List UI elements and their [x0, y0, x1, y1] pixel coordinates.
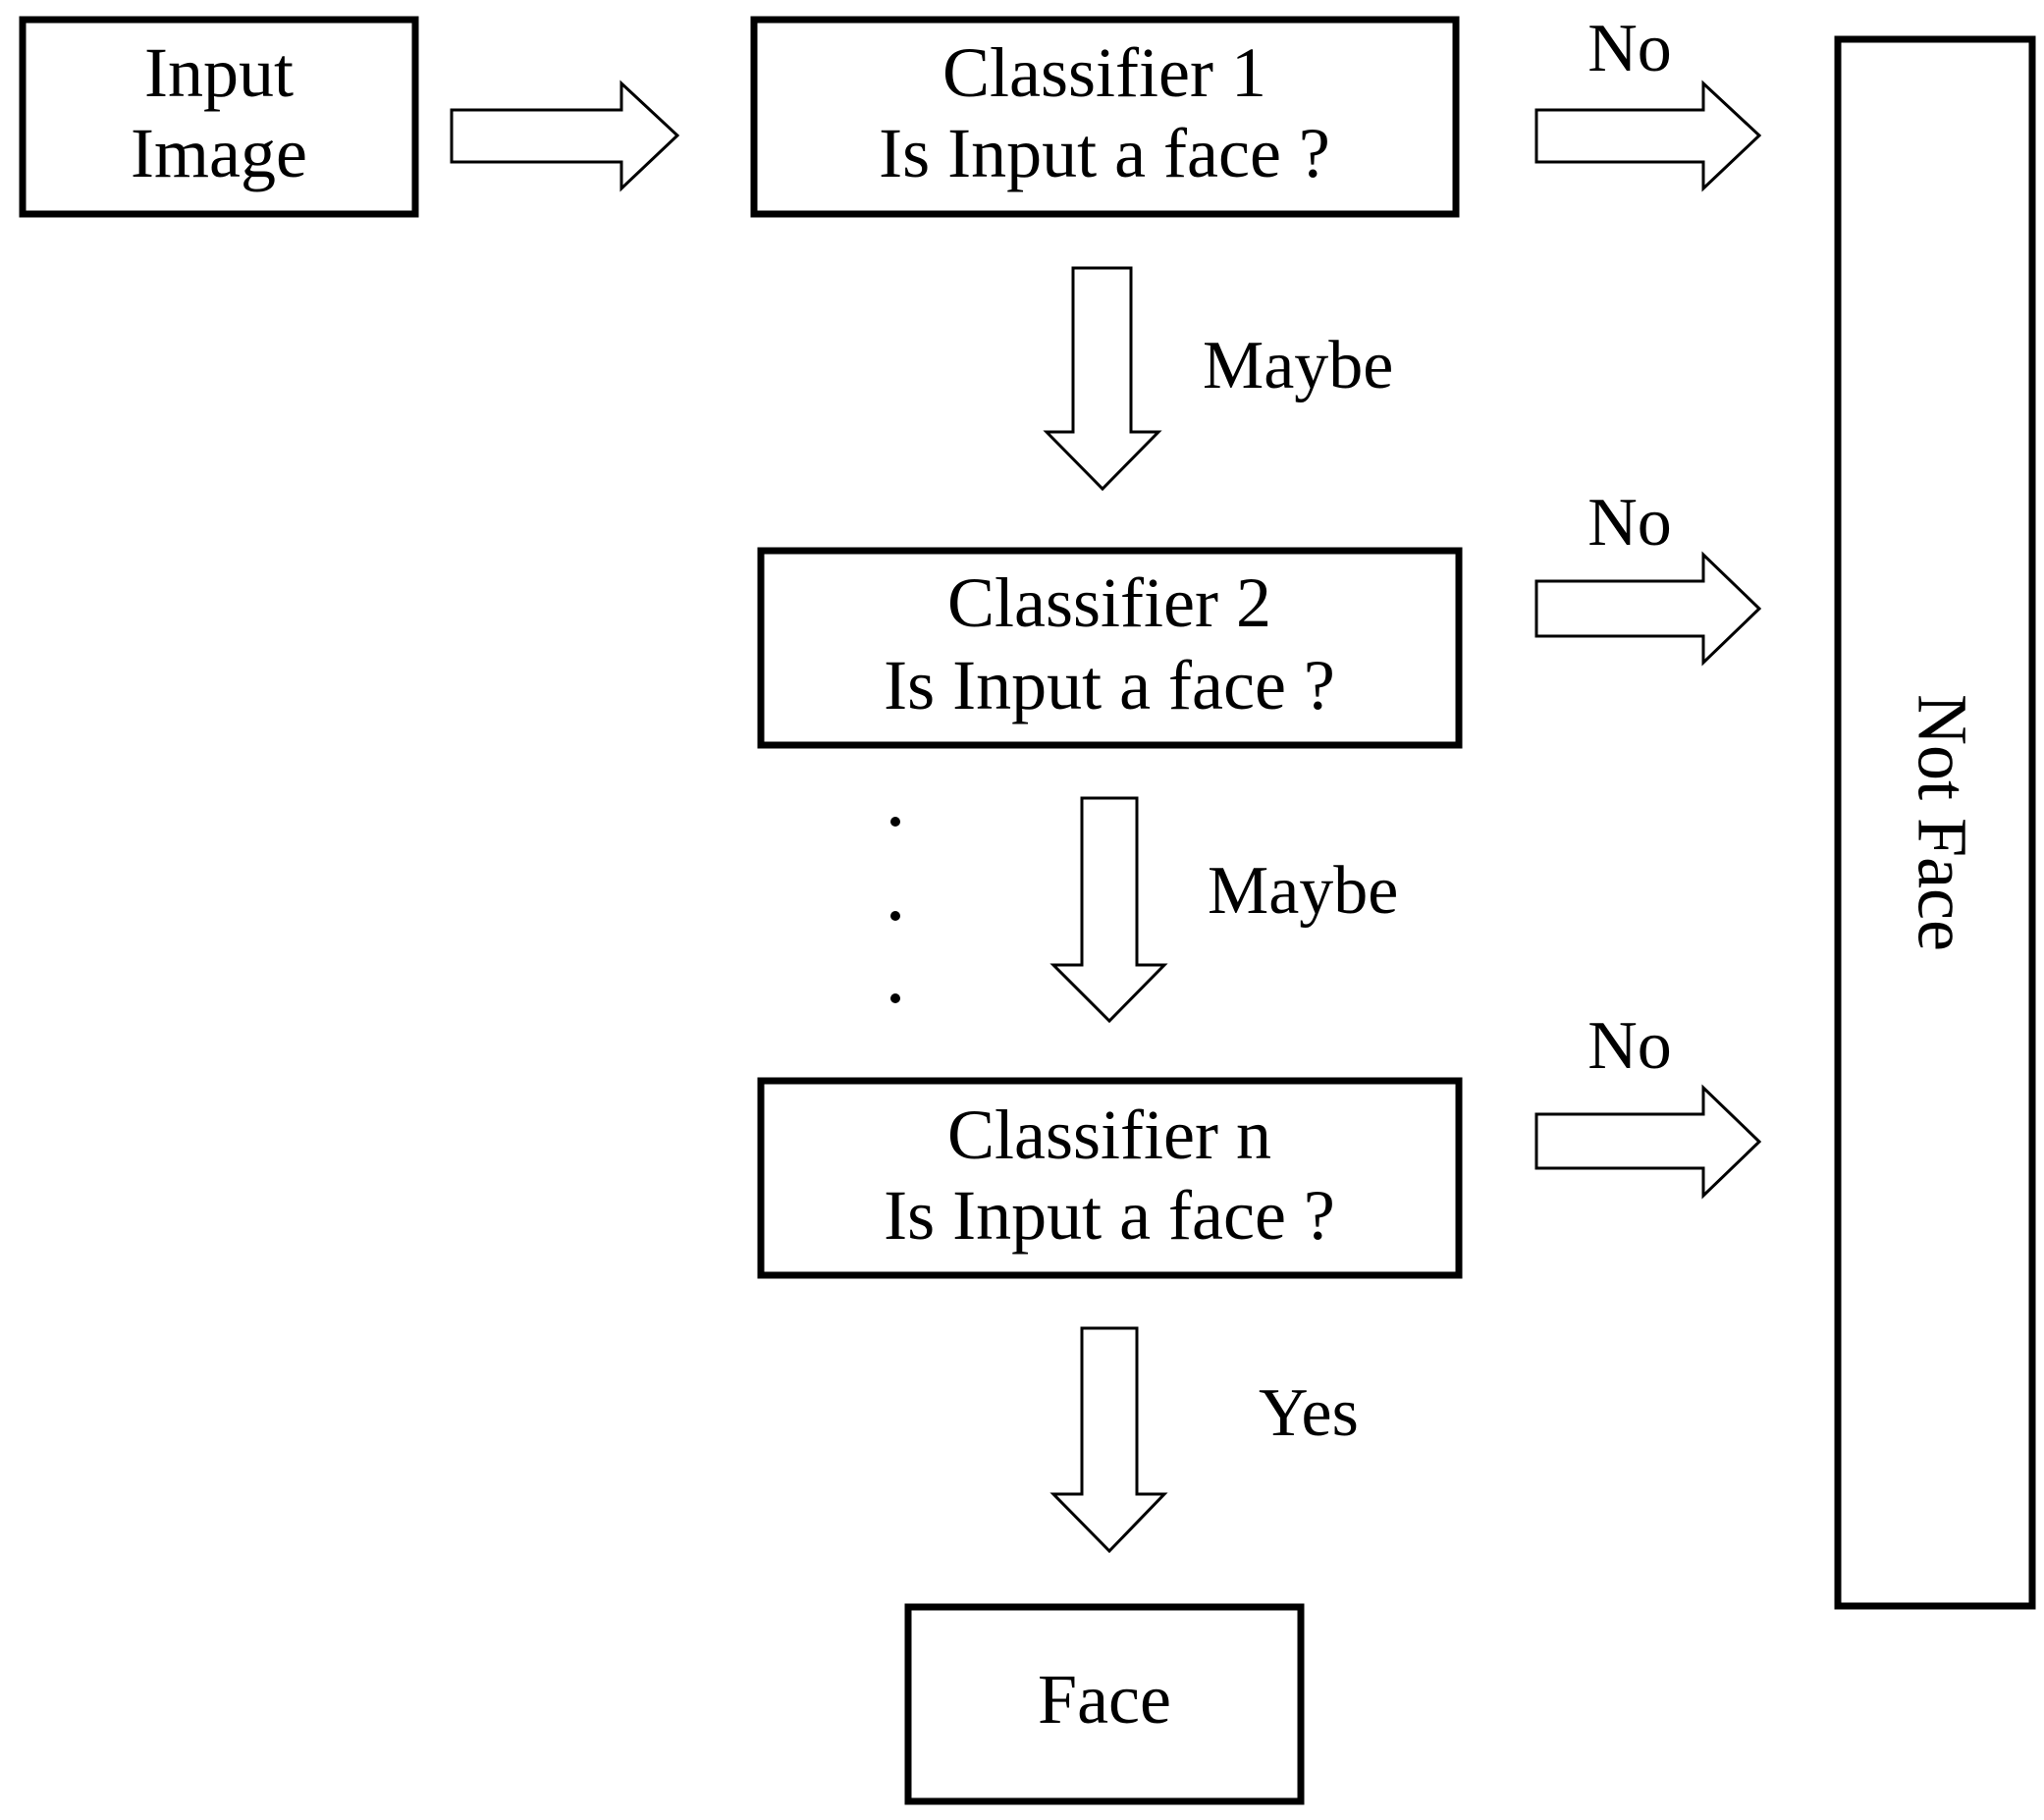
ellipsis-dot-2 [890, 911, 900, 921]
edge-label-no-1: No [1587, 11, 1672, 86]
classifier-1-node: Classifier 1 Is Input a face ? [750, 16, 1460, 218]
classifier-2-title: Classifier 2 [947, 563, 1271, 642]
classifier-1-question: Is Input a face ? [879, 114, 1330, 192]
edge-label-maybe-1: Maybe [1203, 328, 1393, 403]
face-label: Face [1038, 1660, 1171, 1739]
arrow-classifier-1-to-not-face [1534, 80, 1762, 192]
arrow-classifier-n-to-not-face [1534, 1084, 1762, 1200]
arrow-classifier-2-to-classifier-n [1049, 796, 1168, 1024]
arrow-classifier-n-to-face [1049, 1326, 1168, 1554]
classifier-2-question: Is Input a face ? [884, 646, 1335, 724]
arrow-classifier-1-to-classifier-2 [1043, 266, 1162, 492]
edge-label-no-2: No [1587, 485, 1672, 561]
input-image-node: Input Image [19, 16, 419, 218]
ellipsis-dot-3 [890, 993, 900, 1003]
ellipsis-dot-1 [890, 817, 900, 827]
classifier-n-title: Classifier n [947, 1096, 1271, 1174]
input-image-line-2: Image [131, 114, 307, 192]
classifier-2-node: Classifier 2 Is Input a face ? [757, 547, 1463, 749]
arrow-classifier-2-to-not-face [1534, 551, 1762, 667]
classifier-n-node: Classifier n Is Input a face ? [757, 1077, 1463, 1279]
face-node: Face [904, 1603, 1305, 1805]
edge-label-maybe-2: Maybe [1208, 853, 1398, 929]
input-image-line-1: Input [144, 33, 294, 112]
classifier-n-question: Is Input a face ? [884, 1176, 1335, 1255]
edge-label-yes: Yes [1259, 1375, 1359, 1451]
ellipsis-dots [890, 817, 900, 1003]
not-face-label: Not Face [1903, 694, 1981, 951]
not-face-node: Not Face [1834, 35, 2036, 1610]
edge-label-no-n: No [1587, 1008, 1672, 1084]
arrow-input-to-classifier-1 [450, 80, 680, 192]
classifier-1-title: Classifier 1 [942, 33, 1266, 112]
